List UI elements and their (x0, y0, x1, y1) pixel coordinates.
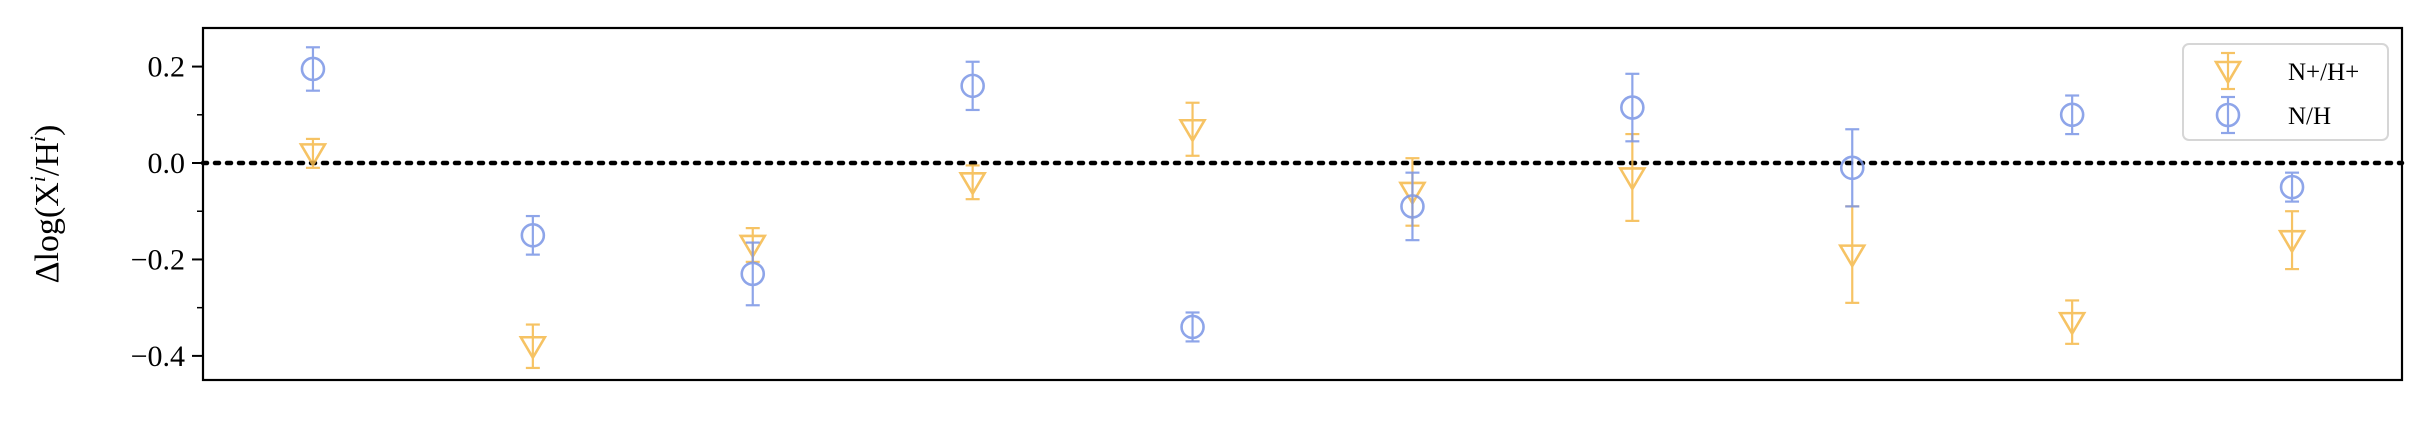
y-tick-label: 0.2 (148, 51, 186, 84)
data-point-circle (1620, 95, 1645, 120)
legend-marker-circle (2215, 102, 2241, 128)
legend-label: N/H (2288, 103, 2331, 130)
data-point-triangle (1178, 118, 1207, 144)
y-label-mid: /H (29, 142, 66, 176)
y-label-base: Δlog(X (29, 182, 66, 283)
series-triangle-down (298, 101, 2307, 370)
plot-area (201, 26, 2404, 382)
data-point-circle (520, 223, 546, 248)
data-point-circle (300, 56, 326, 82)
data-point-triangle (518, 335, 548, 361)
y-label-sup1: i (25, 176, 50, 182)
y-label-end: ) (29, 125, 66, 136)
legend-label: N+/H+ (2288, 59, 2359, 86)
data-point-circle (1400, 194, 1425, 219)
legend-entry (2215, 95, 2241, 135)
y-label-sup2: i (25, 136, 50, 142)
data-point-circle (2059, 102, 2085, 128)
y-tick-label: −0.2 (131, 243, 185, 276)
data-point-circle (740, 261, 766, 287)
legend-marker-triangle (2213, 60, 2243, 85)
data-point-triangle (1618, 167, 1647, 192)
data-point-circle (1839, 155, 1865, 181)
legend-entry (2213, 51, 2243, 91)
data-point-triangle (2057, 311, 2087, 337)
data-point-triangle (738, 234, 768, 259)
legend: N+/H+ N/H (2182, 43, 2389, 141)
y-tick-label: −0.4 (131, 340, 185, 373)
legend-box (2182, 43, 2389, 141)
y-axis-label: Δlog(Xi/Hi) (25, 125, 66, 284)
data-point-circle (1180, 314, 1205, 340)
series-circle (300, 46, 2305, 343)
y-tick-label: 0.0 (148, 147, 186, 180)
data-point-triangle (958, 172, 987, 197)
data-point-triangle (2277, 229, 2307, 255)
data-point-circle (2279, 174, 2305, 200)
data-point-triangle (1837, 244, 1867, 269)
data-point-circle (960, 73, 985, 99)
data-point-triangle (298, 143, 328, 168)
